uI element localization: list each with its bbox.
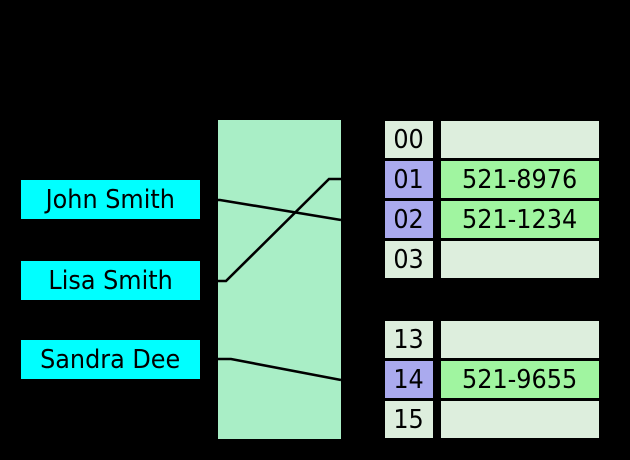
bucket-index-label: 03 <box>393 244 425 275</box>
key-box-sandra-dee: Sandra Dee <box>21 340 200 379</box>
bucket-index-02: 02 <box>385 201 433 238</box>
bucket-value-13 <box>441 321 599 358</box>
bucket-value-label: 521-1234 <box>462 204 578 235</box>
bucket-index-label: 01 <box>393 164 425 195</box>
bucket-value-label: 521-8976 <box>462 164 578 195</box>
bucket-value-15 <box>441 401 599 438</box>
bucket-index-15: 15 <box>385 401 433 438</box>
bucket-index-label: 13 <box>393 324 425 355</box>
bucket-value-label: 521-9655 <box>462 364 578 395</box>
key-box-lisa-smith: Lisa Smith <box>21 261 200 300</box>
key-label-john-smith: John Smith <box>45 184 176 215</box>
key-label-sandra-dee: Sandra Dee <box>40 344 181 375</box>
bucket-index-13: 13 <box>385 321 433 358</box>
bucket-value-01: 521-8976 <box>441 161 599 198</box>
bucket-value-00 <box>441 121 599 158</box>
bucket-index-label: 02 <box>393 204 425 235</box>
key-label-lisa-smith: Lisa Smith <box>48 265 173 296</box>
bucket-index-03: 03 <box>385 241 433 278</box>
bucket-index-label: 00 <box>393 124 425 155</box>
bucket-index-label: 14 <box>393 364 425 395</box>
bucket-index-14: 14 <box>385 361 433 398</box>
key-box-john-smith: John Smith <box>21 180 200 219</box>
bucket-value-03 <box>441 241 599 278</box>
bucket-index-00: 00 <box>385 121 433 158</box>
bucket-index-label: 15 <box>393 404 425 435</box>
bucket-index-01: 01 <box>385 161 433 198</box>
hash-function-box <box>218 120 341 439</box>
bucket-value-14: 521-9655 <box>441 361 599 398</box>
bucket-value-02: 521-1234 <box>441 201 599 238</box>
